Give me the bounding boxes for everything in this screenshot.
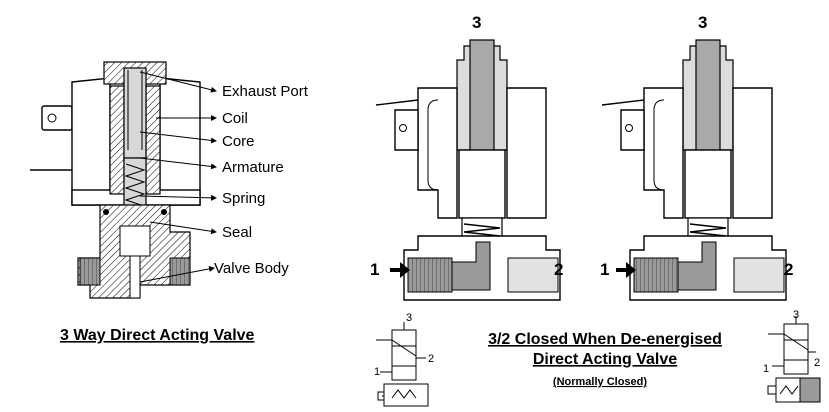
port-3-label-b: 3	[698, 13, 707, 32]
spring	[124, 163, 146, 213]
label-spring: Spring	[222, 190, 265, 207]
symbol-left-port-2: 2	[428, 353, 434, 365]
port-2-label-b: 2	[784, 260, 793, 279]
label-exhaust-port: Exhaust Port	[222, 83, 309, 100]
part-labels: Exhaust Port Coil Core Armature Spring S…	[214, 83, 309, 277]
label-valve-body: Valve Body	[214, 260, 289, 277]
label-coil: Coil	[222, 110, 248, 127]
symbol-right-port-3: 3	[793, 309, 799, 321]
coil-winding-left	[109, 85, 125, 195]
coil-housing-left	[71, 77, 111, 206]
core-tube-b	[695, 39, 721, 153]
core-tube-a	[469, 39, 495, 153]
symbol-right-port-1: 1	[763, 363, 769, 375]
coil-housing-right	[159, 77, 201, 206]
leader-lines	[139, 71, 217, 283]
armature-b	[684, 149, 732, 219]
valve-symbol-right	[767, 316, 821, 403]
symbol-right-port-2: 2	[814, 357, 820, 369]
port-1-label-a: 1	[370, 260, 379, 279]
terminal-hole	[47, 113, 57, 123]
symbol-left-port-1: 1	[374, 366, 380, 378]
right-subtitle: (Normally Closed)	[553, 376, 647, 388]
port-2-label-a: 2	[554, 260, 563, 279]
valve-schematic-a	[375, 39, 561, 301]
label-seal: Seal	[222, 224, 252, 241]
label-core: Core	[222, 133, 255, 150]
cutaway-valve	[30, 61, 201, 299]
left-title: 3 Way Direct Acting Valve	[60, 327, 255, 344]
symbol-left-port-3: 3	[406, 312, 412, 324]
armature-a	[458, 149, 506, 219]
right-title-line1: 3/2 Closed When De-energised	[488, 331, 722, 348]
core	[123, 67, 147, 159]
coil-winding-right	[145, 85, 161, 195]
valve-symbol-left	[376, 322, 429, 407]
terminal-tab	[41, 105, 73, 131]
right-title-line2: Direct Acting Valve	[533, 351, 677, 368]
label-armature: Armature	[222, 159, 284, 176]
port-1-label-b: 1	[600, 260, 609, 279]
valve-schematic-b	[601, 39, 787, 301]
port-3-label-a: 3	[472, 13, 481, 32]
